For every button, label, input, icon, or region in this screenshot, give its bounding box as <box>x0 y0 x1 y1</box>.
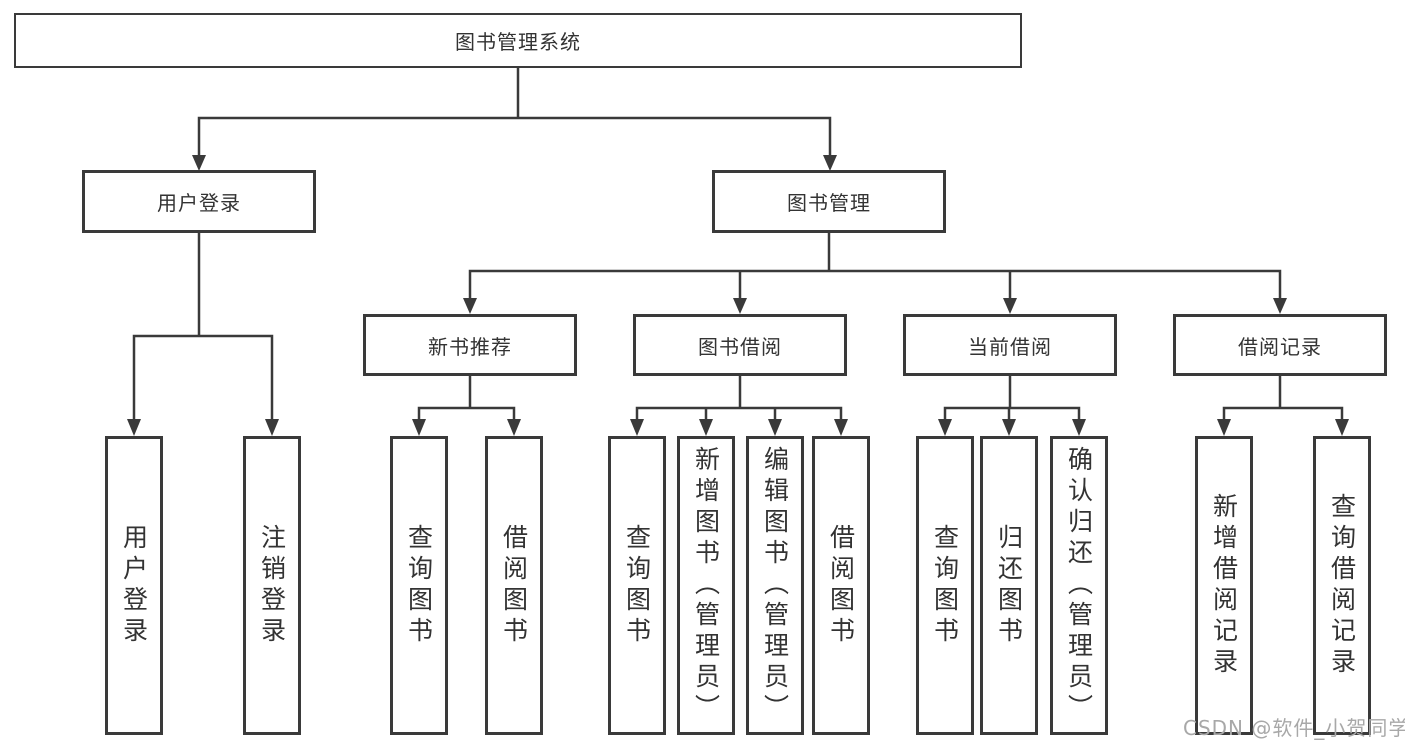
node-label: 图书借阅 <box>698 334 782 359</box>
node-label: 查询图书 <box>622 523 652 648</box>
node-label: 新增借阅记录 <box>1209 492 1239 679</box>
node-leaf-borrow-books: 借阅图书 <box>812 436 870 735</box>
node-book-borrow: 图书借阅 <box>633 314 847 376</box>
node-book-management: 图书管理 <box>712 170 946 233</box>
node-leaf-borrow-query-books: 查询图书 <box>608 436 666 735</box>
node-leaf-logout: 注销登录 <box>243 436 301 735</box>
node-leaf-recommend-query-books: 查询图书 <box>390 436 448 735</box>
node-label: 当前借阅 <box>968 334 1052 359</box>
node-label: 借阅记录 <box>1238 334 1322 359</box>
node-label: 注销登录 <box>257 523 287 648</box>
node-label: 借阅图书 <box>826 523 856 648</box>
node-borrow-records: 借阅记录 <box>1173 314 1387 376</box>
node-label: 图书管理 <box>787 191 871 215</box>
node-label: 查询图书 <box>930 523 960 648</box>
node-leaf-add-borrow-record: 新增借阅记录 <box>1195 436 1253 735</box>
node-label: 借阅图书 <box>499 523 529 648</box>
node-new-book-recommend: 新书推荐 <box>363 314 577 376</box>
node-leaf-query-borrow-record: 查询借阅记录 <box>1313 436 1371 735</box>
node-leaf-edit-books-admin: 编辑图书（管理员） <box>746 436 804 735</box>
node-leaf-return-books: 归还图书 <box>980 436 1038 735</box>
node-label: 查询借阅记录 <box>1327 492 1357 679</box>
node-label: 查询图书 <box>404 523 434 648</box>
node-label: 确认归还（管理员） <box>1064 446 1094 725</box>
node-library-system: 图书管理系统 <box>14 13 1022 68</box>
node-leaf-confirm-return-admin: 确认归还（管理员） <box>1050 436 1108 735</box>
arrowheads <box>127 155 1349 436</box>
node-current-borrow: 当前借阅 <box>903 314 1117 376</box>
node-label: 归还图书 <box>994 523 1024 648</box>
node-leaf-current-query-books: 查询图书 <box>916 436 974 735</box>
node-leaf-recommend-borrow-books: 借阅图书 <box>485 436 543 735</box>
node-label: 用户登录 <box>157 191 241 215</box>
node-leaf-user-login: 用户登录 <box>105 436 163 735</box>
node-label: 图书管理系统 <box>455 30 581 54</box>
node-label: 编辑图书（管理员） <box>760 446 790 725</box>
node-label: 新书推荐 <box>428 334 512 359</box>
node-user-login-branch: 用户登录 <box>82 170 316 233</box>
node-label: 新增图书（管理员） <box>691 446 721 725</box>
watermark-text: CSDN @软件_小贺同学 <box>1183 716 1405 740</box>
node-label: 用户登录 <box>119 523 149 648</box>
node-leaf-add-books-admin: 新增图书（管理员） <box>677 436 735 735</box>
